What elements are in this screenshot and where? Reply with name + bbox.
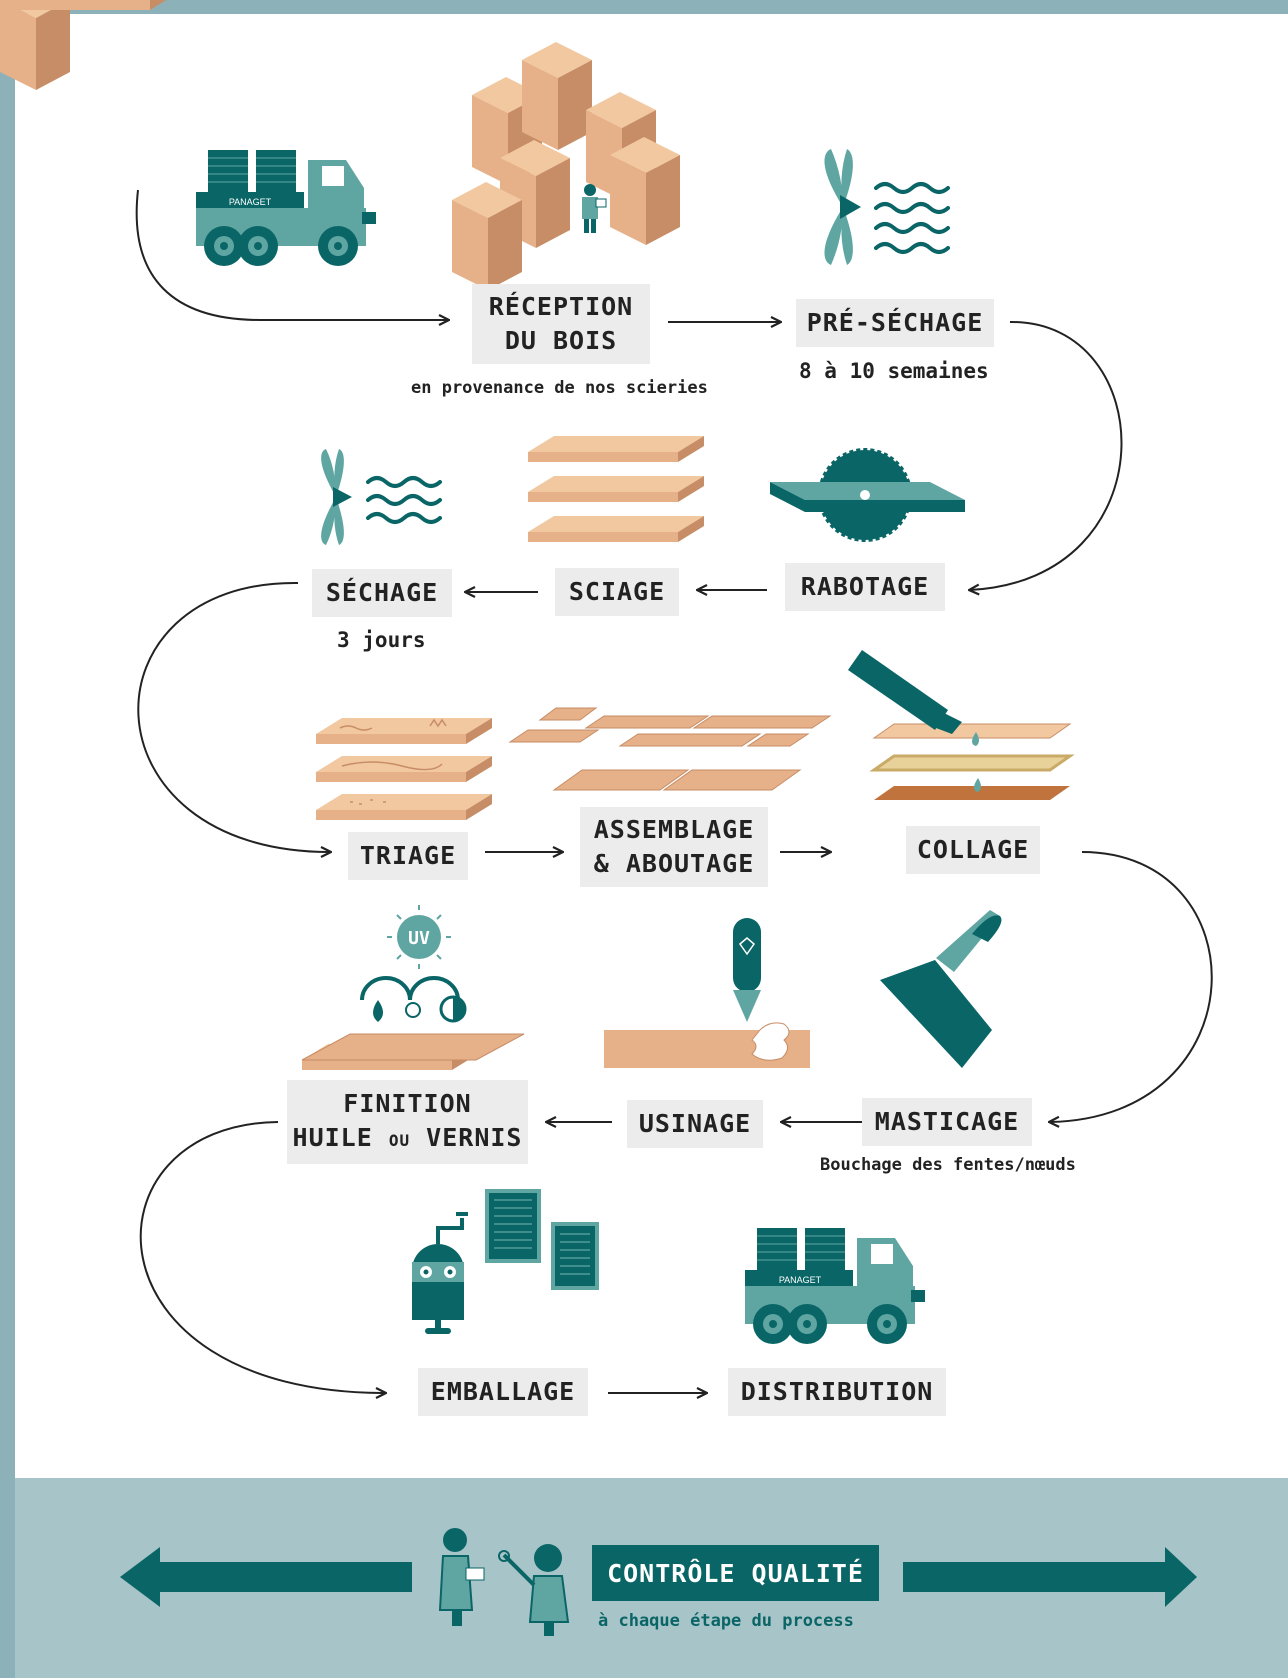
truck-brand-label-2: PANAGET xyxy=(779,1275,822,1285)
reception-note: en provenance de nos scieries xyxy=(411,378,708,398)
step-emballage: EMBALLAGE xyxy=(418,1368,588,1416)
quality-control-subtitle: à chaque étape du process xyxy=(598,1611,854,1631)
connector-presechage-rabotage xyxy=(970,320,1123,590)
finition-huile: HUILE xyxy=(292,1122,373,1152)
connector-start xyxy=(135,189,448,320)
truck-brand-label: PANAGET xyxy=(229,197,272,207)
step-finition-line1: FINITION xyxy=(343,1088,472,1118)
right-arrow-icon xyxy=(903,1547,1197,1607)
connector-collage-masticage xyxy=(1050,851,1213,1122)
step-reception: RÉCEPTION DU BOIS xyxy=(472,284,650,364)
step-finition-line2: HUILE OU VERNIS xyxy=(293,1121,523,1158)
connector-finition-emballage xyxy=(139,1121,385,1393)
packaging-robot-icon xyxy=(412,1189,599,1334)
presechage-note: 8 à 10 semaines xyxy=(799,359,989,383)
step-distribution: DISTRIBUTION xyxy=(728,1368,946,1416)
step-sciage: SCIAGE xyxy=(555,568,679,616)
step-finition: FINITION HUILE OU VERNIS xyxy=(287,1080,528,1164)
step-usinage: USINAGE xyxy=(627,1100,763,1148)
glue-tube-icon xyxy=(848,650,1075,800)
air-waves-icon xyxy=(874,182,950,254)
truck-icon-distribution xyxy=(745,1228,925,1344)
uv-label: UV xyxy=(408,928,430,949)
step-collage: COLLAGE xyxy=(906,826,1040,874)
step-rabotage-label: RABOTAGE xyxy=(800,572,930,601)
inspectors-icon xyxy=(438,1528,570,1636)
worker-icon xyxy=(582,184,607,233)
cnc-tool-icon xyxy=(604,918,810,1068)
masticage-note: Bouchage des fentes/nœuds xyxy=(820,1155,1076,1175)
left-arrow-icon xyxy=(120,1547,412,1607)
step-rabotage: RABOTAGE xyxy=(785,563,945,611)
finition-ou: OU xyxy=(388,1130,411,1150)
air-waves-icon-small xyxy=(366,476,442,524)
step-collage-label: COLLAGE xyxy=(916,835,1030,864)
putty-knife-icon xyxy=(880,910,1002,1068)
step-sechage-label: SÉCHAGE xyxy=(325,578,439,607)
connector-sechage-triage xyxy=(137,581,330,852)
finish-protection-icons xyxy=(301,976,525,1070)
planer-icon xyxy=(770,448,965,542)
step-presechage-label: PRÉ-SÉCHAGE xyxy=(806,308,984,337)
step-emballage-label: EMBALLAGE xyxy=(430,1377,576,1406)
step-masticage: MASTICAGE xyxy=(862,1098,1032,1146)
truck-icon xyxy=(196,150,376,266)
quality-control-title: CONTRÔLE QUALITÉ xyxy=(592,1545,879,1601)
uv-sun-icon xyxy=(387,905,451,969)
finition-vernis: VERNIS xyxy=(426,1122,523,1152)
step-masticage-label: MASTICAGE xyxy=(874,1107,1020,1136)
sawn-boards-icon xyxy=(0,0,704,542)
step-triage: TRIAGE xyxy=(348,832,468,880)
step-distribution-label: DISTRIBUTION xyxy=(740,1377,934,1406)
fan-icon xyxy=(824,149,861,265)
step-reception-line2: DU BOIS xyxy=(504,326,618,355)
assembled-boards-icon xyxy=(508,707,832,791)
step-reception-line1: RÉCEPTION xyxy=(488,292,634,321)
step-sciage-label: SCIAGE xyxy=(568,577,666,606)
step-assemblage-line1: ASSEMBLAGE xyxy=(593,815,755,844)
step-assemblage: ASSEMBLAGE & ABOUTAGE xyxy=(580,807,768,887)
fan-icon-small xyxy=(321,449,352,545)
step-triage-label: TRIAGE xyxy=(359,841,457,870)
step-presechage: PRÉ-SÉCHAGE xyxy=(796,299,994,347)
sorting-boards-icon xyxy=(316,718,492,820)
step-usinage-label: USINAGE xyxy=(638,1109,752,1138)
step-sechage: SÉCHAGE xyxy=(312,569,452,617)
step-assemblage-line2: & ABOUTAGE xyxy=(593,849,755,878)
sechage-note: 3 jours xyxy=(337,628,426,652)
